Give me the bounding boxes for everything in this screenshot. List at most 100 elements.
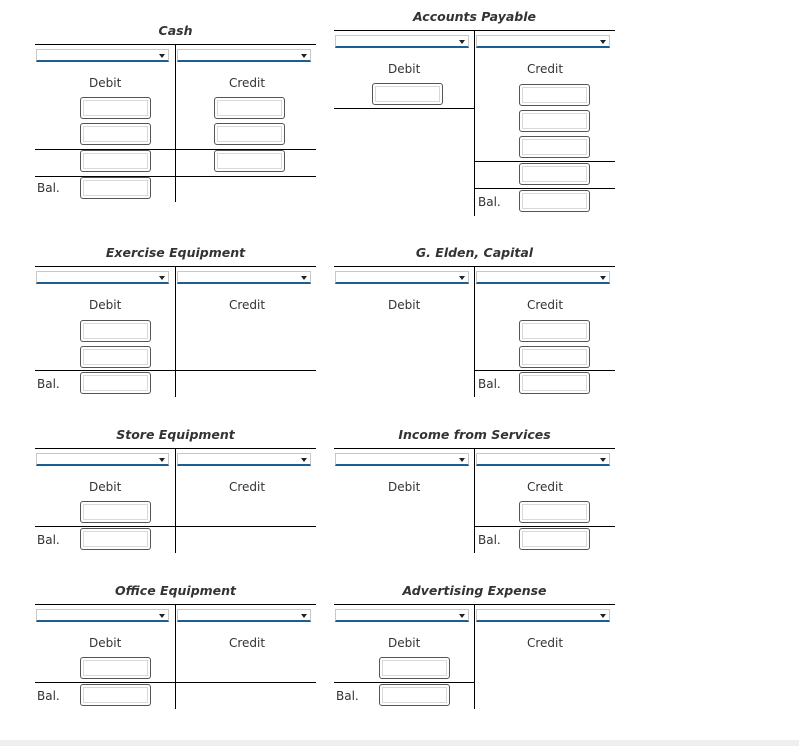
debit-label: Debit xyxy=(89,636,122,650)
credit-account-dropdown[interactable] xyxy=(177,271,311,284)
chevron-down-icon xyxy=(159,614,165,618)
account-title: Advertising Expense xyxy=(402,583,547,598)
chevron-down-icon xyxy=(459,40,465,44)
credit-account-dropdown[interactable] xyxy=(177,49,311,62)
debit-account-dropdown[interactable] xyxy=(36,49,169,62)
debit-account-dropdown[interactable] xyxy=(36,609,169,622)
credit-balance-input[interactable] xyxy=(519,372,590,394)
account-title: Exercise Equipment xyxy=(105,245,246,260)
divider xyxy=(175,604,176,709)
divider xyxy=(35,149,316,150)
credit-amount-input[interactable] xyxy=(519,501,590,523)
divider xyxy=(334,682,474,683)
chevron-down-icon xyxy=(600,276,606,280)
credit-label: Credit xyxy=(527,636,564,650)
chevron-down-icon xyxy=(159,458,165,462)
credit-label: Credit xyxy=(527,480,564,494)
debit-account-dropdown[interactable] xyxy=(36,271,169,284)
account-title: Income from Services xyxy=(398,427,551,442)
debit-account-dropdown[interactable] xyxy=(335,453,469,466)
debit-amount-input[interactable] xyxy=(80,320,151,342)
divider xyxy=(175,44,176,202)
chevron-down-icon xyxy=(301,614,307,618)
credit-label: Credit xyxy=(527,62,564,76)
credit-amount-input[interactable] xyxy=(519,320,590,342)
debit-account-dropdown[interactable] xyxy=(335,35,469,48)
balance-label: Bal. xyxy=(37,689,60,703)
debit-amount-input[interactable] xyxy=(80,501,151,523)
account-title: Accounts Payable xyxy=(413,9,536,24)
chevron-down-icon xyxy=(301,276,307,280)
debit-amount-input[interactable] xyxy=(379,657,450,679)
debit-account-dropdown[interactable] xyxy=(36,453,169,466)
divider xyxy=(474,161,615,162)
debit-amount-input[interactable] xyxy=(80,123,151,145)
chevron-down-icon xyxy=(459,458,465,462)
credit-account-dropdown[interactable] xyxy=(476,35,610,48)
debit-amount-input[interactable] xyxy=(80,97,151,119)
debit-label: Debit xyxy=(388,636,421,650)
debit-balance-input[interactable] xyxy=(80,177,151,199)
debit-account-dropdown[interactable] xyxy=(335,609,469,622)
credit-amount-input[interactable] xyxy=(214,97,285,119)
divider xyxy=(474,448,475,553)
debit-label: Debit xyxy=(89,76,122,90)
balance-label: Bal. xyxy=(37,533,60,547)
divider xyxy=(474,30,475,216)
balance-label: Bal. xyxy=(478,377,501,391)
balance-label: Bal. xyxy=(37,377,60,391)
debit-amount-input[interactable] xyxy=(80,657,151,679)
credit-account-dropdown[interactable] xyxy=(177,453,311,466)
divider xyxy=(35,176,316,177)
debit-label: Debit xyxy=(89,480,122,494)
credit-amount-input[interactable] xyxy=(519,110,590,132)
credit-label: Credit xyxy=(527,298,564,312)
credit-label: Credit xyxy=(229,298,266,312)
credit-amount-input[interactable] xyxy=(214,123,285,145)
divider xyxy=(474,188,615,189)
debit-balance-input[interactable] xyxy=(379,684,450,706)
debit-account-dropdown[interactable] xyxy=(335,271,469,284)
balance-label: Bal. xyxy=(37,181,60,195)
credit-balance-input[interactable] xyxy=(519,190,590,212)
debit-balance-input[interactable] xyxy=(80,684,151,706)
balance-label: Bal. xyxy=(478,195,501,209)
debit-label: Debit xyxy=(89,298,122,312)
credit-account-dropdown[interactable] xyxy=(476,609,610,622)
divider xyxy=(35,526,316,527)
chevron-down-icon xyxy=(159,276,165,280)
page-footer-strip xyxy=(0,740,799,746)
divider xyxy=(35,370,316,371)
credit-account-dropdown[interactable] xyxy=(177,609,311,622)
debit-amount-input[interactable] xyxy=(80,346,151,368)
credit-account-dropdown[interactable] xyxy=(476,271,610,284)
credit-amount-input[interactable] xyxy=(519,84,590,106)
debit-balance-input[interactable] xyxy=(80,372,151,394)
debit-balance-input[interactable] xyxy=(80,528,151,550)
divider xyxy=(474,370,615,371)
credit-label: Credit xyxy=(229,636,266,650)
credit-label: Credit xyxy=(229,480,266,494)
debit-amount-input[interactable] xyxy=(80,150,151,172)
chevron-down-icon xyxy=(301,54,307,58)
chevron-down-icon xyxy=(459,614,465,618)
chevron-down-icon xyxy=(159,54,165,58)
divider xyxy=(474,266,475,397)
debit-label: Debit xyxy=(388,480,421,494)
divider xyxy=(474,604,475,709)
credit-balance-input[interactable] xyxy=(519,528,590,550)
credit-amount-input[interactable] xyxy=(519,346,590,368)
account-title: Office Equipment xyxy=(114,583,237,598)
credit-amount-input[interactable] xyxy=(214,150,285,172)
chevron-down-icon xyxy=(301,458,307,462)
debit-label: Debit xyxy=(388,62,421,76)
divider xyxy=(334,108,474,109)
credit-account-dropdown[interactable] xyxy=(476,453,610,466)
debit-amount-input[interactable] xyxy=(372,83,443,105)
account-title: Store Equipment xyxy=(116,427,235,442)
balance-label: Bal. xyxy=(336,689,359,703)
chevron-down-icon xyxy=(459,276,465,280)
credit-amount-input[interactable] xyxy=(519,136,590,158)
divider xyxy=(35,682,316,683)
credit-amount-input[interactable] xyxy=(519,163,590,185)
